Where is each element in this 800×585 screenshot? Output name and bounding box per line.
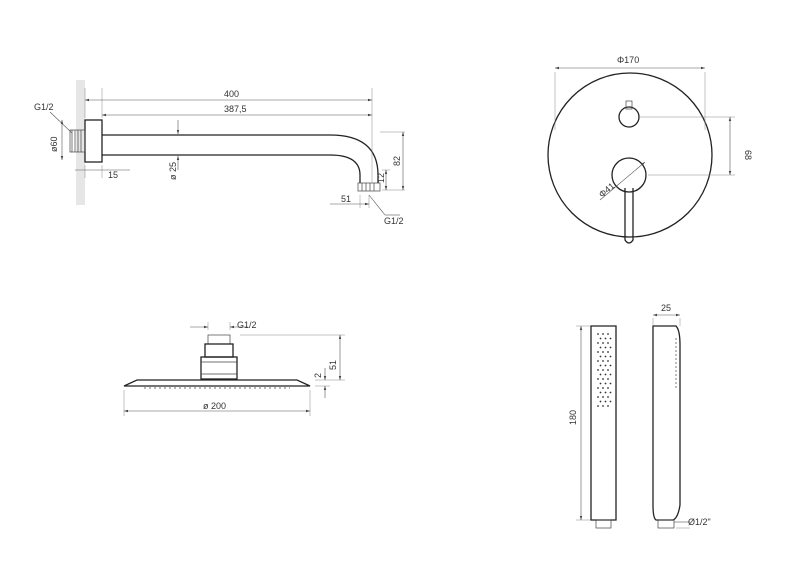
head-connector-nut — [204, 343, 234, 358]
shower-head-drawing: G1/2 ø 200 51 2 — [123, 320, 345, 416]
label-drop-total: 82 — [392, 156, 402, 166]
label-hand-length: 180 — [568, 410, 578, 425]
label-head-diameter: ø 200 — [203, 401, 226, 411]
label-drop-small: 12 — [376, 173, 386, 183]
hand-shower-front-drawing: 180 — [568, 325, 617, 529]
label-knob-diameter: Φ41 — [597, 181, 617, 200]
wall-thread — [69, 129, 86, 153]
leader-thread-out — [368, 194, 386, 216]
label-tube-diameter: ø 25 — [168, 162, 178, 180]
dim-line-knob — [599, 161, 646, 201]
diverter-knob — [618, 106, 640, 128]
hand-shower-side-drawing: 25 Ø1/2" — [652, 303, 711, 529]
arm-tube-top — [102, 134, 379, 183]
leader-thread-wall — [49, 111, 73, 134]
hand-shower-spray-holes — [597, 333, 612, 407]
wall-section — [76, 80, 85, 205]
hand-shower-front-body — [590, 325, 617, 521]
main-lever — [624, 188, 634, 244]
label-plate-diameter: Φ170 — [617, 55, 639, 65]
label-thread-out: G1/2 — [384, 216, 404, 226]
main-knob — [611, 157, 647, 193]
label-plate-thickness: 2 — [313, 373, 323, 378]
arm-tube-bottom — [102, 154, 361, 183]
hand-shower-front-thread — [595, 519, 612, 529]
label-knob-spacing: 68 — [743, 150, 753, 160]
label-end-offset: 51 — [341, 194, 351, 204]
label-length-arm: 387,5 — [224, 104, 247, 114]
label-hand-width: 25 — [661, 303, 671, 313]
head-plate — [123, 379, 311, 387]
label-thread-wall: G1/2 — [34, 102, 54, 112]
mixer-plate-drawing: Φ170 Φ41 68 — [547, 55, 753, 244]
hand-shower-side-thread — [657, 519, 675, 529]
shower-arm-drawing: G1/2 ø60 400 387,5 15 ø 25 51 G1/2 12 82 — [34, 80, 405, 226]
mixer-plate-outline — [547, 72, 713, 238]
label-head-height: 51 — [328, 360, 338, 370]
label-flange-diameter: ø60 — [49, 136, 59, 152]
label-head-thread: G1/2 — [237, 320, 257, 330]
label-length-total: 400 — [224, 89, 239, 99]
label-hand-thread: Ø1/2" — [688, 517, 711, 527]
head-thread — [207, 334, 231, 345]
diverter-lever — [625, 100, 633, 110]
hand-shower-side-body — [652, 325, 681, 521]
outlet-thread — [357, 182, 381, 192]
arm-flange — [84, 119, 103, 163]
label-flange-depth: 15 — [108, 170, 118, 180]
head-swivel — [200, 356, 238, 380]
